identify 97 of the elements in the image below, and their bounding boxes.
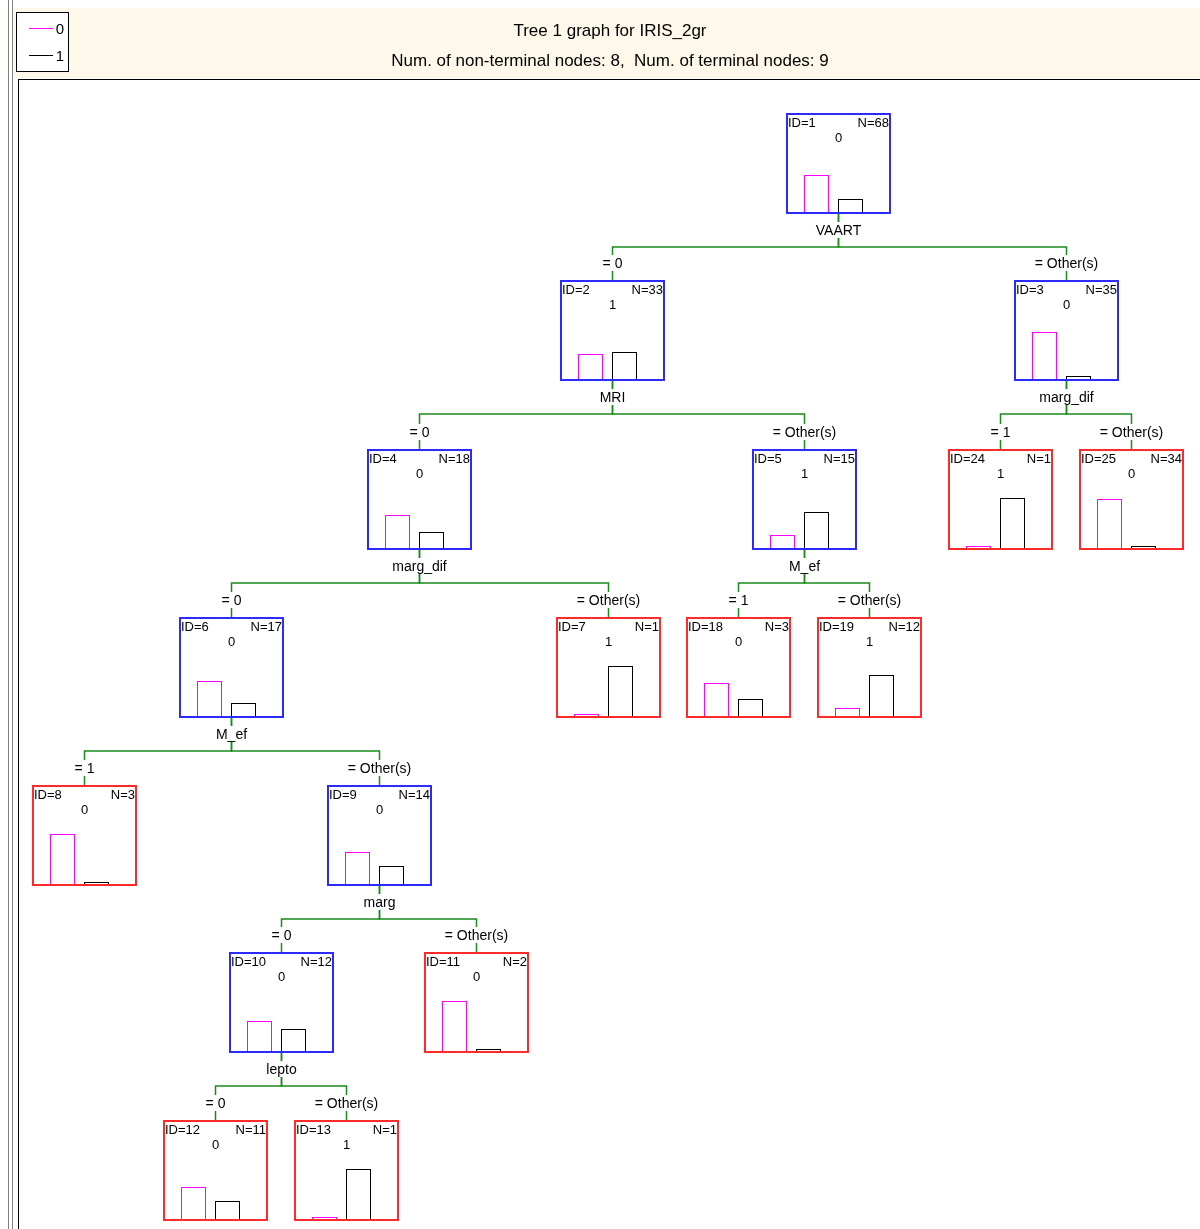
edge-label: = Other(s) [835, 592, 904, 608]
edge-label: = 0 [269, 927, 294, 943]
predicted-class-text: 1 [604, 634, 613, 650]
split-variable-label: marg [361, 894, 398, 910]
split-variable-label: lepto [264, 1061, 299, 1077]
node-id-text: ID=12 [165, 1122, 201, 1138]
node-id-text: ID=24 [950, 451, 986, 467]
tree-node-box [294, 1120, 399, 1221]
branch-connector [611, 380, 806, 450]
tree-node-box [327, 785, 432, 886]
node-count-text: N=1 [1026, 451, 1051, 467]
edge-label: = 0 [219, 592, 244, 608]
node-id-text: ID=10 [231, 954, 267, 970]
legend-text: 1 [55, 46, 64, 65]
node-id-text: ID=2 [562, 282, 590, 298]
node-count-text: N=12 [300, 954, 332, 970]
predicted-class-text: 1 [608, 297, 617, 313]
tree-node-box [686, 617, 791, 718]
edge-label: = Other(s) [1032, 255, 1101, 271]
predicted-class-text: 0 [211, 1137, 220, 1153]
predicted-class-text: 0 [1127, 466, 1136, 482]
node-count-text: N=68 [857, 115, 889, 131]
predicted-class-text: 1 [865, 634, 874, 650]
edge-label: = Other(s) [345, 760, 414, 776]
edge-label: = Other(s) [770, 424, 839, 440]
node-count-text: N=1 [634, 619, 659, 635]
edge-label: = Other(s) [574, 592, 643, 608]
predicted-class-text: 0 [834, 130, 843, 146]
node-id-text: ID=6 [181, 619, 209, 635]
node-id-text: ID=13 [296, 1122, 332, 1138]
tree-node-box [163, 1120, 268, 1221]
tree-node-box [424, 952, 529, 1053]
node-id-text: ID=19 [819, 619, 855, 635]
node-count-text: N=14 [398, 787, 430, 803]
tree-node-box [367, 449, 472, 550]
edge-label: = Other(s) [1097, 424, 1166, 440]
split-variable-label: MRI [597, 389, 628, 405]
tree-node-box [179, 617, 284, 718]
summary-text: Num. of non-terminal nodes: 8, Num. of terminal nodes: 9 [391, 51, 829, 70]
node-count-text: N=15 [823, 451, 855, 467]
node-count-text: N=12 [888, 619, 920, 635]
edge-label: = Other(s) [442, 927, 511, 943]
tree-node-box [560, 280, 665, 381]
node-id-text: ID=11 [426, 954, 461, 970]
predicted-class-text: 0 [227, 634, 236, 650]
predicted-class-text: 0 [415, 466, 424, 482]
tree-node-box [32, 785, 137, 886]
edge-label: = 0 [203, 1095, 228, 1111]
node-count-text: N=11 [235, 1122, 266, 1138]
predicted-class-text: 1 [342, 1137, 351, 1153]
edge-label: = 0 [600, 255, 625, 271]
node-count-text: N=34 [1150, 451, 1182, 467]
predicted-class-text: 1 [800, 466, 809, 482]
node-id-text: ID=4 [369, 451, 397, 467]
tree-node-box [556, 617, 661, 718]
node-id-text: ID=3 [1016, 282, 1044, 298]
edge-label: = Other(s) [312, 1095, 381, 1111]
split-variable-label: marg_dif [1037, 389, 1096, 405]
tree-node-box [1079, 449, 1184, 550]
branch-connector [418, 549, 610, 618]
tree-node-box [752, 449, 857, 550]
branch-connector [837, 213, 1068, 281]
predicted-class-text: 0 [80, 802, 89, 818]
node-id-text: ID=8 [34, 787, 62, 803]
split-variable-label: marg_dif [390, 558, 449, 574]
node-count-text: N=35 [1085, 282, 1117, 298]
legend-text: 0 [55, 19, 64, 38]
predicted-class-text: 0 [734, 634, 743, 650]
node-count-text: N=33 [631, 282, 663, 298]
edge-label: = 1 [726, 592, 751, 608]
edge-label: = 1 [988, 424, 1013, 440]
node-count-text: N=3 [764, 619, 789, 635]
predicted-class-text: 0 [1062, 297, 1071, 313]
edge-label: = 1 [72, 760, 97, 776]
node-id-text: ID=25 [1081, 451, 1117, 467]
node-count-text: N=18 [438, 451, 470, 467]
node-id-text: ID=18 [688, 619, 724, 635]
node-count-text: N=1 [372, 1122, 397, 1138]
predicted-class-text: 1 [996, 466, 1005, 482]
predicted-class-text: 0 [472, 969, 481, 985]
edge-label: = 0 [407, 424, 432, 440]
tree-node-box [786, 113, 891, 214]
node-id-text: ID=1 [788, 115, 816, 131]
tree-node-box [948, 449, 1053, 550]
node-count-text: N=17 [250, 619, 282, 635]
tree-node-box [817, 617, 922, 718]
tree-node-box [229, 952, 334, 1053]
predicted-class-text: 0 [375, 802, 384, 818]
node-id-text: ID=9 [329, 787, 357, 803]
node-count-text: N=3 [110, 787, 135, 803]
predicted-class-text: 0 [277, 969, 286, 985]
node-count-text: N=2 [502, 954, 527, 970]
split-variable-label: VAART [813, 222, 864, 238]
node-id-text: ID=7 [558, 619, 586, 635]
chart-title: Tree 1 graph for IRIS_2gr [513, 21, 707, 40]
tree-node-box [1014, 280, 1119, 381]
node-id-text: ID=5 [754, 451, 782, 467]
